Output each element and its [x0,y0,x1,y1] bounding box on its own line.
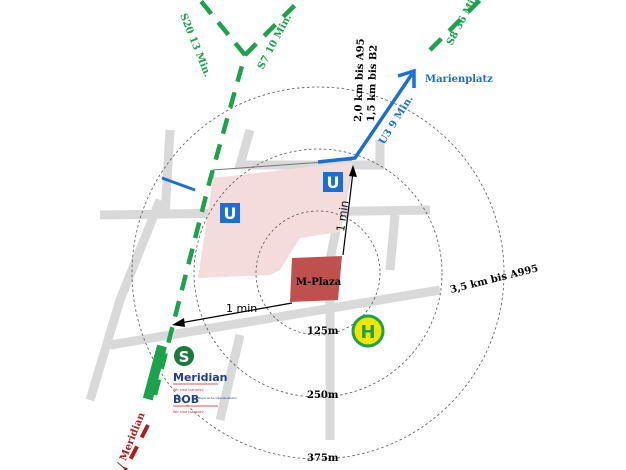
ubahn-icon[interactable]: U [220,203,240,223]
sbahn-icon[interactable]: S [174,346,194,366]
walk-arrow-up [342,171,354,256]
u3-label: U3 9 Min. [377,94,416,147]
b2-distance-label: 1,5 km bis B2 [366,45,380,123]
sbahn-icon-letter: S [179,348,190,366]
u3-line [317,73,414,164]
operator-logos: Meridian Wir sind transdev BOB Bayerisch… [173,371,237,414]
bus-stop-icon[interactable]: H [351,314,385,348]
u3-arrow-icon [397,68,416,88]
a95-distance-label: 2,0 km bis A95 [353,38,367,122]
a995-distance-label: 3,5 km bis A995 [449,263,539,296]
campus-area [198,162,352,278]
ubahn-icon-letter: U [327,173,340,192]
s8-label: S8 36 Min. [445,0,483,47]
ubahn-icon[interactable]: U [323,172,343,192]
s-bahn-line [152,0,248,396]
bob-subtitle: Bayerische Oberlandbahn [198,396,237,400]
transdev-logo: Wir sind transdev [173,388,204,392]
s8-line [428,0,482,52]
hotel-building[interactable] [290,256,342,302]
walk-time-up: 1 min [334,200,351,233]
radius-ring-250 [193,148,443,398]
ubahn-icon-letter: U [224,204,237,223]
radius-ring-125 [255,210,381,336]
radius-375-label: 375m [307,453,339,464]
ubahn-connector [161,176,196,192]
bob-logo: BOB [173,393,199,406]
s7-line [243,0,302,57]
radius-125-label: 125m [307,326,339,337]
walk-arrow-left [179,302,293,324]
meridian-line-label: / Meridian [116,410,148,469]
meridian-logo: Meridian [173,371,228,384]
s7-label: S7 10 Min. [256,13,294,72]
radius-ring-375 [131,86,505,460]
marienplatz-label: Marienplatz [425,74,493,85]
s-bahn-platform [142,344,167,401]
hotel-label[interactable]: M-Plaza [296,277,342,288]
arrowhead-left-icon [172,318,185,327]
arrowhead-up-icon [349,165,357,177]
walk-time-left: 1 min [226,302,257,315]
meridian-line [123,424,150,470]
transdev-logo: Wir sind transdev [173,410,204,414]
s20-label: S20 13 Min. [177,12,213,79]
radius-250-label: 250m [307,390,339,401]
bus-icon-letter: H [360,322,375,343]
